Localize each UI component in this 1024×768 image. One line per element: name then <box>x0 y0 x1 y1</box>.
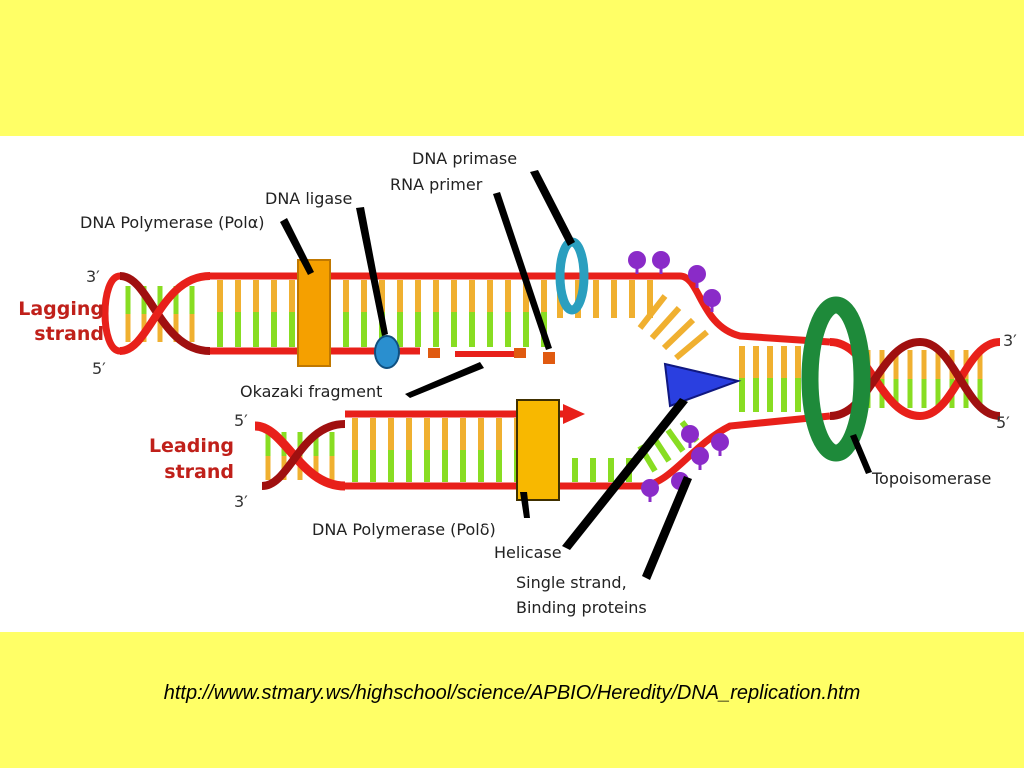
dna-replication-diagram: DNA primase RNA primer DNA ligase DNA Po… <box>18 149 1017 617</box>
rna-primer-mark-3 <box>543 352 555 364</box>
leader-helicase <box>562 398 688 550</box>
base-pair <box>661 317 696 351</box>
label-ssb-line1: Single strand, <box>516 573 627 592</box>
polymerase-delta-shape <box>516 399 560 501</box>
base-pair <box>651 436 672 463</box>
lagging-helix-back-2 <box>101 272 122 355</box>
label-topoisomerase: Topoisomerase <box>871 469 991 488</box>
leader-okazaki <box>405 362 484 398</box>
leading-strand-arrow <box>563 404 585 424</box>
end-right-bottom: 5′ <box>996 413 1010 432</box>
leader-rna-primer <box>493 192 552 350</box>
rna-primer-mark-2 <box>514 348 526 358</box>
leader-primase <box>530 170 575 246</box>
label-leading-line1: Leading <box>149 435 234 457</box>
ssb-protein <box>711 433 729 451</box>
leader-ligase <box>356 207 388 336</box>
base-pair <box>637 294 668 330</box>
ligase-shape <box>374 335 400 369</box>
label-lagging-line1: Lagging <box>18 298 104 320</box>
end-leading-top: 5′ <box>234 411 248 430</box>
single-strand-binding-proteins <box>628 251 729 502</box>
label-dna-ligase: DNA ligase <box>265 189 352 208</box>
leading-template-strand <box>345 412 831 490</box>
label-polymerase-delta: DNA Polymerase (Polδ) <box>312 520 496 539</box>
helicase-shape <box>663 362 742 408</box>
leader-lines <box>280 170 872 580</box>
leader-ssb <box>642 476 692 580</box>
leader-topoisomerase <box>850 434 872 474</box>
diagram-panel: DNA primase RNA primer DNA ligase DNA Po… <box>0 136 1024 632</box>
lagging-template-strand <box>210 272 831 346</box>
ssb-protein <box>703 289 721 307</box>
lagging-helix-back <box>119 272 211 355</box>
ssb-protein <box>628 251 646 269</box>
end-lagging-top: 3′ <box>86 267 100 286</box>
leading-helix-back <box>261 420 346 490</box>
end-right-top: 3′ <box>1003 331 1017 350</box>
rna-primer-mark-1 <box>428 348 440 358</box>
end-leading-bottom: 3′ <box>234 492 248 511</box>
ssb-protein <box>641 479 659 497</box>
label-rna-primer: RNA primer <box>390 175 483 194</box>
label-ssb-line2: Binding proteins <box>516 598 647 617</box>
label-lagging-line2: strand <box>34 323 104 345</box>
base-pair <box>674 329 709 361</box>
base-pair <box>665 428 686 453</box>
leader-pol-delta <box>520 492 530 518</box>
label-helicase: Helicase <box>494 543 562 562</box>
label-polymerase-alpha: DNA Polymerase (Polα) <box>80 213 265 232</box>
polymerase-alpha-shape <box>297 259 331 367</box>
label-okazaki-fragment: Okazaki fragment <box>240 382 382 401</box>
label-leading-line2: strand <box>164 461 234 483</box>
lagging-helix-front <box>119 272 211 355</box>
ssb-protein <box>688 265 706 283</box>
topoisomerase-ring <box>801 296 871 462</box>
source-url-caption: http://www.stmary.ws/highschool/science/… <box>163 682 861 704</box>
ssb-protein <box>652 251 670 269</box>
label-dna-primase: DNA primase <box>412 149 517 168</box>
ssb-protein <box>691 447 709 465</box>
base-pair <box>649 305 682 341</box>
ssb-protein <box>681 425 699 443</box>
end-lagging-bottom: 5′ <box>92 359 106 378</box>
leader-pol-alpha <box>280 218 314 275</box>
